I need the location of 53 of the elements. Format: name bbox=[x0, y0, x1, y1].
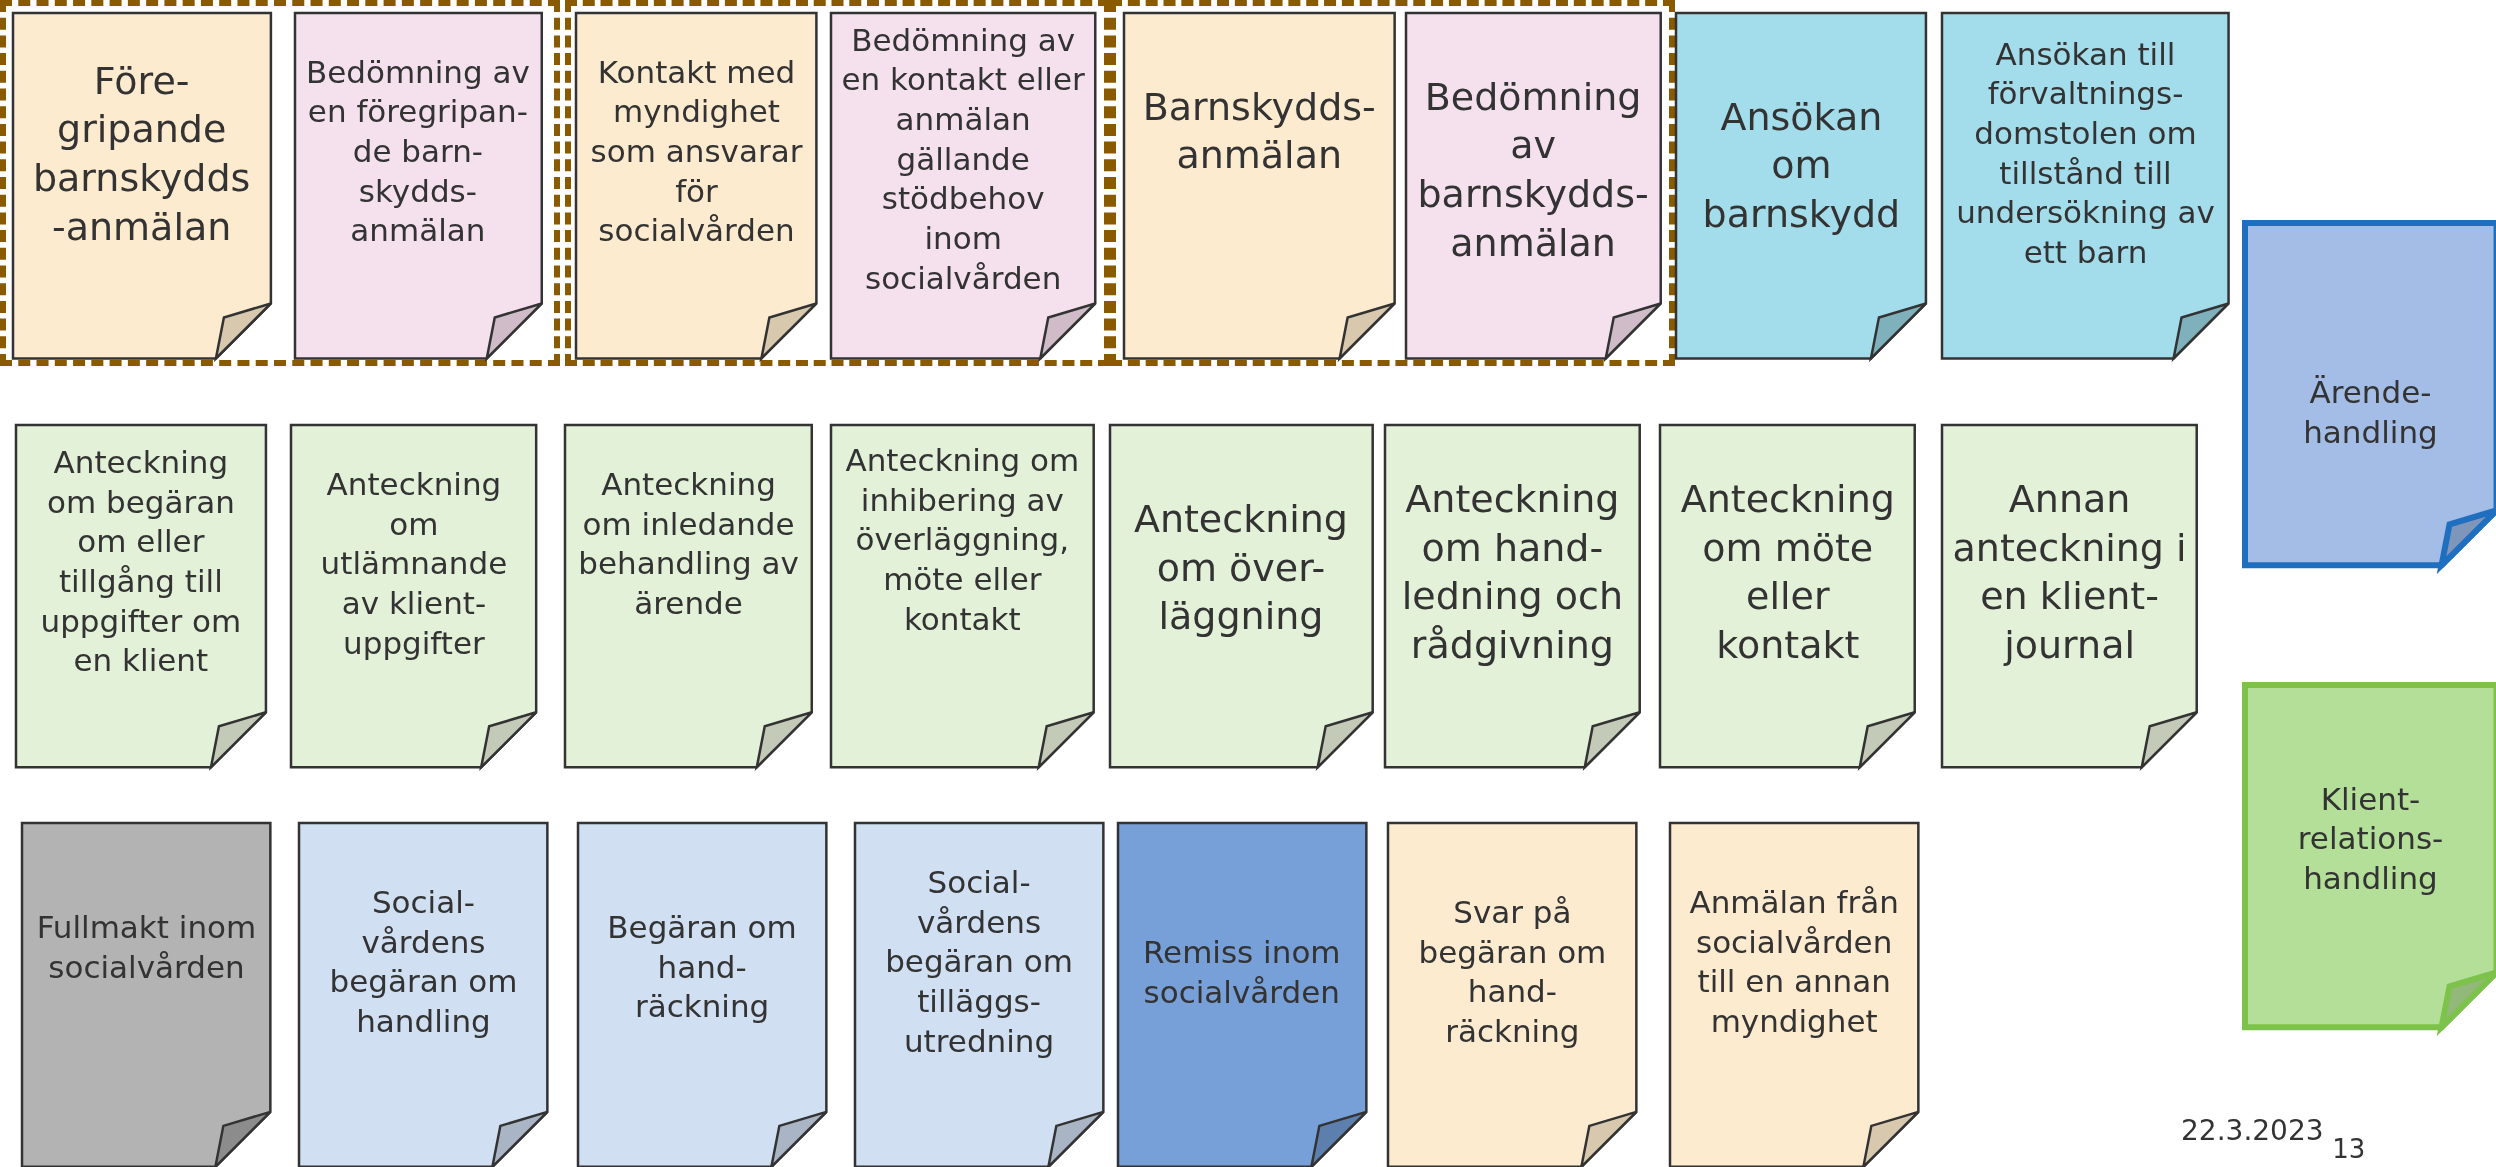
sticky-note bbox=[854, 823, 1104, 1167]
sticky-note bbox=[294, 12, 542, 359]
sticky-note bbox=[12, 12, 271, 359]
note-text: Ansökan om barnskydd bbox=[1701, 93, 1902, 238]
sticky-note bbox=[1123, 12, 1395, 359]
date-label: 22.3.2023 bbox=[2181, 1114, 2324, 1148]
note-text: Barnskydds- anmälan bbox=[1141, 83, 1377, 180]
sticky-note bbox=[831, 425, 1094, 768]
note-text: Anteckning om utlämnande av klient- uppgifter bbox=[319, 465, 509, 663]
sticky-note bbox=[15, 425, 266, 768]
note-text: Anteckning om inledande behandling av ärende bbox=[577, 465, 800, 624]
note-text: Bedömning av en föregripan- de barn- skydds- anmälan bbox=[304, 52, 531, 251]
sticky-note bbox=[22, 823, 271, 1167]
sticky-note bbox=[831, 12, 1096, 359]
note-text: Anteckning om hand- ledning och rådgivning bbox=[1400, 476, 1624, 669]
sticky-note bbox=[1405, 12, 1661, 359]
sticky-note bbox=[1388, 823, 1637, 1167]
sticky-note bbox=[1942, 12, 2229, 359]
sticky-note bbox=[1109, 425, 1373, 768]
note-text: Social- vårdens begäran om handling bbox=[328, 883, 519, 1042]
note-text: Kontakt med myndighet som ansvarar för socialvården bbox=[589, 52, 804, 251]
sticky-note bbox=[565, 425, 812, 768]
note-text: Anteckning om över- läggning bbox=[1132, 496, 1349, 641]
note-text: Fullmakt inom socialvården bbox=[35, 908, 258, 987]
note-text: Annan anteckning i en klient- journal bbox=[1952, 476, 2187, 669]
note-text: Bedömning av en kontakt eller anmälan gällande stödbehov inom socialvården bbox=[841, 20, 1086, 298]
sticky-note bbox=[1385, 425, 1640, 768]
note-text: Begäran om hand- räckning bbox=[606, 908, 798, 1027]
sticky-note bbox=[291, 425, 537, 768]
page-number: 13 bbox=[2332, 1133, 2366, 1164]
note-text: Svar på begäran om hand- räckning bbox=[1417, 893, 1608, 1052]
note-text: Bedömning av barnskydds- anmälan bbox=[1416, 73, 1650, 267]
note-text: Ärende- handling bbox=[2302, 372, 2439, 452]
sticky-note bbox=[1670, 823, 1919, 1167]
note-text: Anteckning om begäran om eller tillgång till uppgifter om en klient bbox=[39, 443, 243, 681]
sticky-note bbox=[576, 12, 817, 359]
dashed-group-frame bbox=[565, 0, 1110, 367]
note-text: Ansökan till förvaltnings- domstolen om tillstånd till undersökning av ett barn bbox=[1955, 34, 2216, 273]
sticky-note bbox=[1676, 12, 1927, 359]
sticky-note bbox=[1942, 425, 2197, 768]
dashed-group-frame bbox=[1109, 0, 1675, 367]
note-text: Remiss inom socialvården bbox=[1141, 933, 1342, 1012]
sticky-note bbox=[577, 823, 827, 1167]
sticky-note bbox=[1660, 425, 1916, 768]
dashed-group-frame bbox=[0, 0, 561, 367]
note-text: Anteckning om inhibering av överläggning, möte eller kontakt bbox=[844, 441, 1081, 639]
sticky-note bbox=[1117, 823, 1366, 1167]
note-text: Anmälan från socialvården till en annan myndighet bbox=[1688, 883, 1900, 1042]
note-text: Anteckning om möte eller kontakt bbox=[1679, 476, 1896, 669]
note-text: Före- gripande barnskydds -anmälan bbox=[31, 57, 252, 251]
sticky-note bbox=[299, 823, 548, 1167]
note-text: Klient- relations- handling bbox=[2296, 779, 2445, 898]
note-text: Social- vårdens begäran om tilläggs- utredning bbox=[884, 863, 1074, 1061]
